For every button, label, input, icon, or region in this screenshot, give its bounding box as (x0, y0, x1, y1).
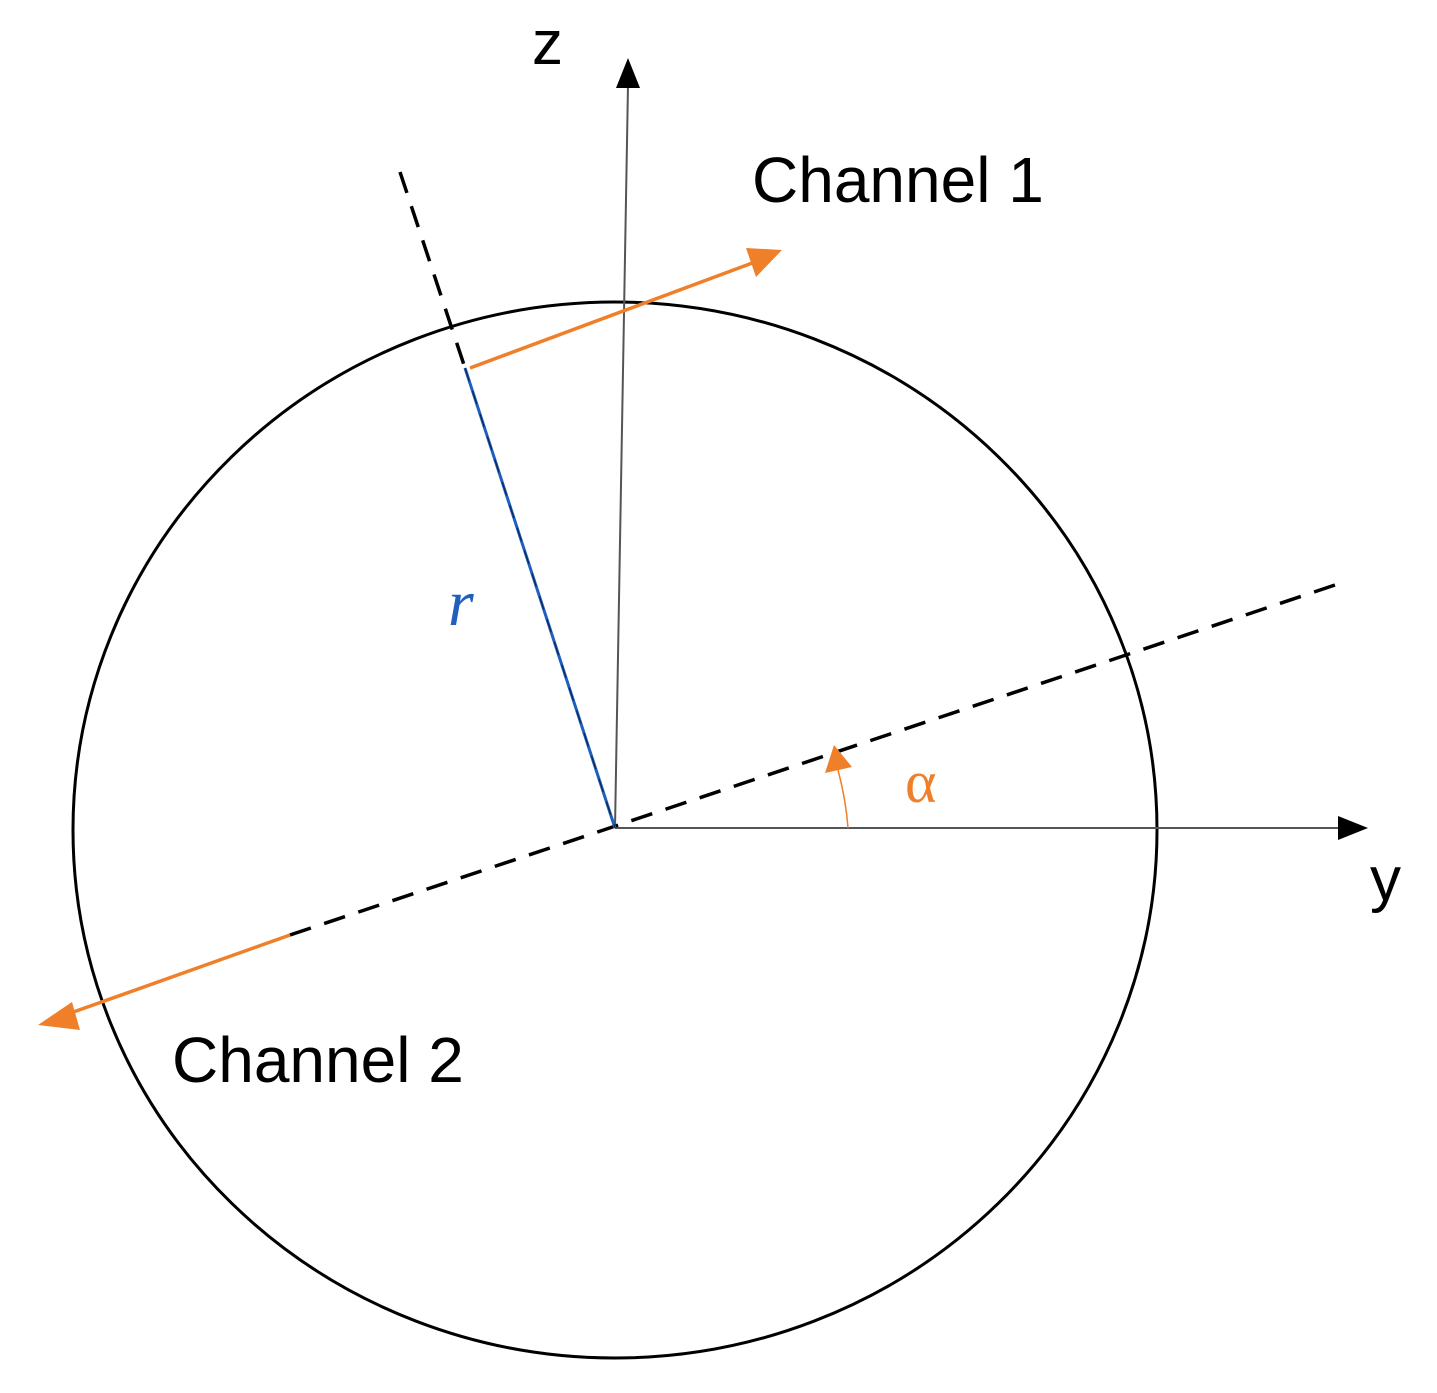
channel1-arrowhead (746, 248, 782, 277)
y-axis-arrowhead (1338, 816, 1368, 840)
rotated-perpendicular-axis-dashed (398, 171, 467, 369)
rotated-axis-dashed (289, 583, 1336, 937)
alpha-angle-arrowhead (825, 745, 852, 773)
z-axis-arrowhead (616, 58, 640, 88)
channel1-label: Channel 1 (752, 144, 1044, 216)
channel1-arrow-line (469, 260, 756, 370)
channel2-label: Channel 2 (172, 1024, 464, 1096)
alpha-angle-arc (837, 769, 849, 829)
z-axis-line (614, 84, 629, 829)
alpha-label: α (905, 749, 936, 815)
channel2-arrowhead (38, 1002, 80, 1030)
z-axis-label: z (532, 9, 563, 78)
y-axis-label: y (1370, 845, 1401, 914)
radius-line-dash-overlay (464, 367, 616, 829)
radius-label: r (448, 567, 474, 640)
shaft-circle (71, 300, 1159, 1360)
channel2-arrow-line (64, 933, 291, 1017)
